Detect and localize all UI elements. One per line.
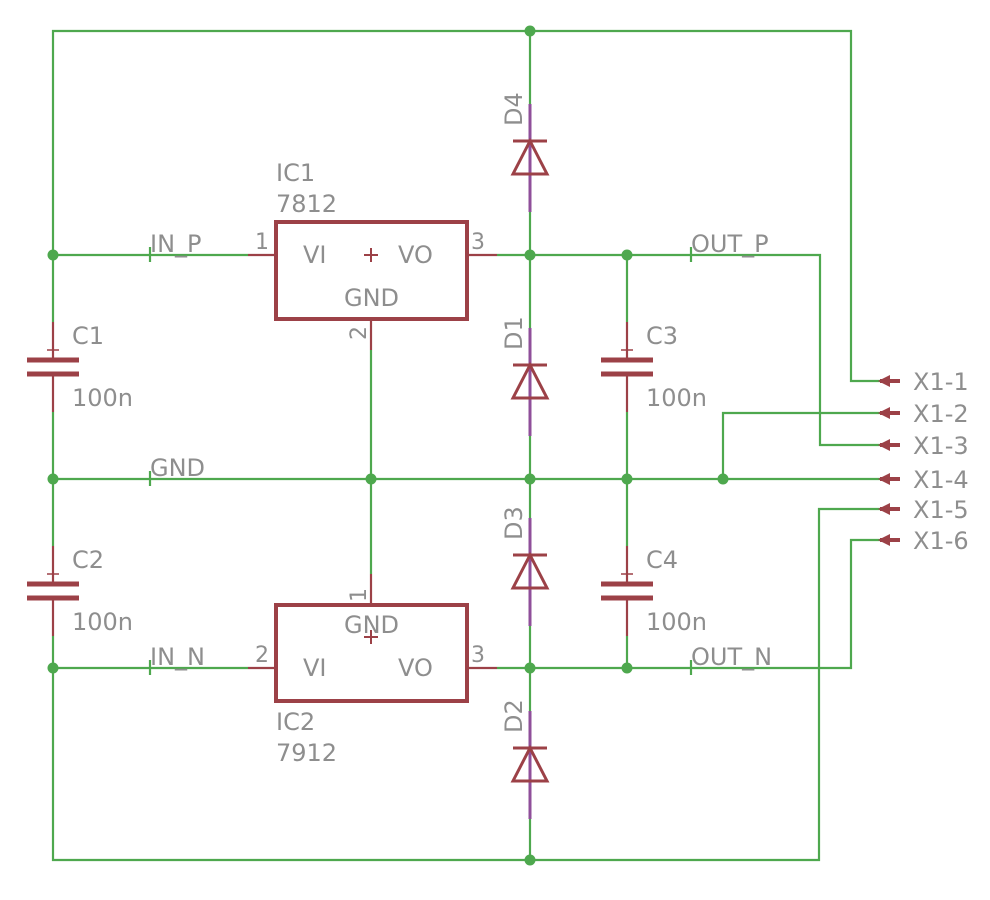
junction-dot (717, 473, 729, 485)
c3-ref: C3 (646, 322, 678, 350)
ic2-pin2-number: 2 (255, 643, 269, 668)
capacitor-c1: C1 100n (27, 322, 133, 412)
junction-dot (47, 249, 59, 261)
wire-out-n (497, 538, 880, 670)
ic1-pin-gnd: GND (344, 284, 399, 312)
connector-arrow-icon (878, 375, 890, 387)
connector-x1: X1-1 X1-2 X1-3 X1-4 X1-5 X1-6 (878, 368, 969, 555)
connector-arrow-icon (878, 407, 890, 419)
d3-ref: D3 (500, 506, 528, 540)
connector-arrow-icon (878, 439, 890, 451)
ic2-pin3-number: 3 (471, 643, 485, 668)
d1-ref: D1 (500, 316, 528, 350)
c2-value: 100n (72, 608, 133, 636)
c4-value: 100n (646, 608, 707, 636)
capacitor-c2: C2 100n (27, 546, 133, 636)
capacitor-c3: C3 100n (601, 322, 707, 412)
ic1-pin-vi: VI (303, 241, 327, 269)
connector-pin-label: X1-4 (913, 466, 969, 494)
wire-x1-2 (721, 411, 880, 479)
junction-dot (621, 249, 633, 261)
diode-triangle (510, 137, 550, 176)
d2-ref: D2 (500, 699, 528, 733)
junction-dot (524, 473, 536, 485)
c2-ref: C2 (72, 546, 104, 574)
junction-dot (524, 662, 536, 674)
net-labels: IN_P OUT_P GND IN_N OUT_N (148, 230, 772, 675)
connector-pin-4: X1-4 (878, 466, 969, 494)
connector-arrow-icon (878, 473, 890, 485)
ic2-ref: IC2 (276, 708, 315, 736)
diode-d4: D4 (500, 92, 550, 212)
ic1-pin-vo: VO (398, 241, 433, 269)
wire-out-p (497, 253, 880, 447)
net-label-in-n: IN_N (150, 643, 205, 671)
diode-d1: D1 (500, 316, 550, 436)
ic1-regulator: IC1 7812 VI VO GND 1 3 2 (248, 159, 497, 350)
c3-value: 100n (646, 384, 707, 412)
connector-arrow-icon (878, 534, 890, 546)
ic1-value: 7812 (276, 190, 337, 218)
diode-triangle (510, 361, 550, 400)
junction-dot (524, 25, 536, 37)
diode-triangle (510, 744, 550, 783)
connector-pin-label: X1-5 (913, 496, 969, 524)
ic2-regulator: IC2 7912 VI VO GND 2 3 1 (248, 574, 497, 767)
junction-dot (524, 249, 536, 261)
connector-pin-label: X1-1 (913, 368, 969, 396)
wires (51, 29, 880, 862)
wire-bottom-loop (51, 507, 880, 862)
junctions (47, 25, 729, 866)
diode-triangle (510, 551, 550, 590)
connector-pin-2: X1-2 (878, 400, 969, 428)
connector-pin-5: X1-5 (878, 496, 969, 524)
net-label-out-p: OUT_P (691, 230, 769, 258)
ic2-pin1-number: 1 (347, 588, 372, 602)
origin-cross-icon (364, 630, 378, 644)
diode-d3: D3 (500, 506, 550, 626)
ic1-pin3-number: 3 (471, 230, 485, 255)
c4-ref: C4 (646, 546, 678, 574)
ic2-value: 7912 (276, 739, 337, 767)
net-label-out-n: OUT_N (691, 643, 772, 671)
junction-dot (621, 473, 633, 485)
capacitor-c4: C4 100n (601, 546, 707, 636)
ic1-pin1-number: 1 (255, 230, 269, 255)
connector-pin-1: X1-1 (878, 368, 969, 396)
net-label-gnd: GND (150, 454, 205, 482)
junction-dot (47, 662, 59, 674)
ic2-pin-vi: VI (303, 654, 327, 682)
connector-arrow-icon (878, 503, 890, 515)
c1-ref: C1 (72, 322, 104, 350)
junction-dot (621, 662, 633, 674)
junction-dot (365, 473, 377, 485)
d4-ref: D4 (500, 92, 528, 126)
connector-pin-label: X1-3 (913, 432, 969, 460)
connector-pin-label: X1-6 (913, 527, 969, 555)
connector-pin-6: X1-6 (878, 527, 969, 555)
ic1-pin2-number: 2 (347, 326, 372, 340)
connector-pin-label: X1-2 (913, 400, 969, 428)
wire-top-loop (51, 29, 880, 383)
ic2-pin-vo: VO (398, 654, 433, 682)
net-label-in-p: IN_P (150, 230, 202, 258)
diode-d2: D2 (500, 699, 550, 819)
junction-dot (47, 473, 59, 485)
ic1-ref: IC1 (276, 159, 315, 187)
junction-dot (524, 854, 536, 866)
c1-value: 100n (72, 384, 133, 412)
connector-pin-3: X1-3 (878, 432, 969, 460)
origin-cross-icon (364, 248, 378, 262)
